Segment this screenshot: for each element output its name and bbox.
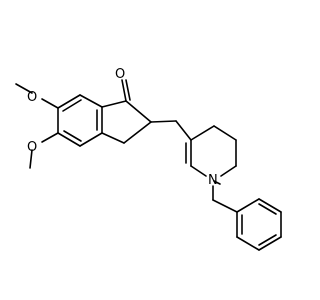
bond <box>41 98 59 109</box>
atom-labels: O O O N <box>27 67 218 188</box>
methoxy-oxygen-label: O <box>27 90 37 105</box>
bond <box>190 165 207 177</box>
bond <box>101 132 125 144</box>
bond <box>258 198 282 213</box>
bond <box>121 79 127 102</box>
bond <box>258 236 282 251</box>
bond <box>79 132 103 147</box>
aromatic-bond <box>258 203 277 215</box>
ketone-double-bond <box>121 79 131 102</box>
cyclopentanone-ring <box>101 100 152 144</box>
bond <box>57 94 81 109</box>
molecule-drawing: O O O N <box>15 67 282 251</box>
bond <box>125 100 152 123</box>
bond <box>29 149 33 169</box>
indanone-benzene-ring <box>57 94 103 147</box>
aromatic-bond <box>258 234 277 246</box>
bond <box>213 180 221 185</box>
aromatic-bond <box>62 99 82 112</box>
bond <box>79 94 103 108</box>
bond <box>57 132 81 147</box>
bond <box>15 83 33 94</box>
bond <box>212 199 238 213</box>
bond <box>41 132 59 143</box>
ketone-oxygen-label: O <box>115 67 125 82</box>
bond <box>125 79 131 101</box>
bond <box>213 125 237 141</box>
methoxy-oxygen-label: O <box>27 140 37 155</box>
bond <box>190 125 215 141</box>
benzyl-group <box>212 185 238 213</box>
bond <box>236 236 260 251</box>
methoxy-groups <box>15 83 59 169</box>
methylene-linker <box>150 120 192 141</box>
aromatic-bond <box>63 130 82 142</box>
bond <box>123 121 152 144</box>
bond <box>236 198 260 213</box>
tetrahydropyridine-ring <box>185 125 237 185</box>
chemical-structure-canvas: O O O N <box>15 67 282 251</box>
nitrogen-label: N <box>208 173 218 188</box>
bond <box>220 165 237 177</box>
phenyl-ring <box>236 198 282 251</box>
bond <box>101 100 127 108</box>
bond <box>150 120 177 123</box>
bond <box>175 120 192 141</box>
